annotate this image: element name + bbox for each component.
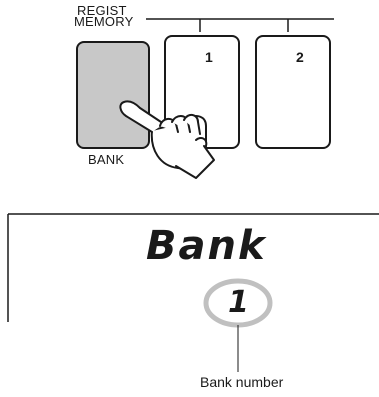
bank-label: BANK <box>88 152 125 167</box>
memory-button-2[interactable] <box>255 35 331 149</box>
bank-number-caption: Bank number <box>200 374 284 390</box>
regist-label-line2: MEMORY <box>74 14 134 29</box>
lcd-display-frame <box>7 213 379 322</box>
lcd-bank-word: Bank <box>146 223 267 269</box>
lcd-bank-digit: 1 <box>228 285 249 320</box>
regist-label-line1: REGIST <box>77 3 127 18</box>
memory-button-2-number: 2 <box>296 49 304 65</box>
memory-button-1-number: 1 <box>205 49 213 65</box>
bank-button[interactable] <box>76 41 150 149</box>
regist-memory-bracket <box>146 18 334 32</box>
pressing-hand-icon <box>119 100 215 179</box>
